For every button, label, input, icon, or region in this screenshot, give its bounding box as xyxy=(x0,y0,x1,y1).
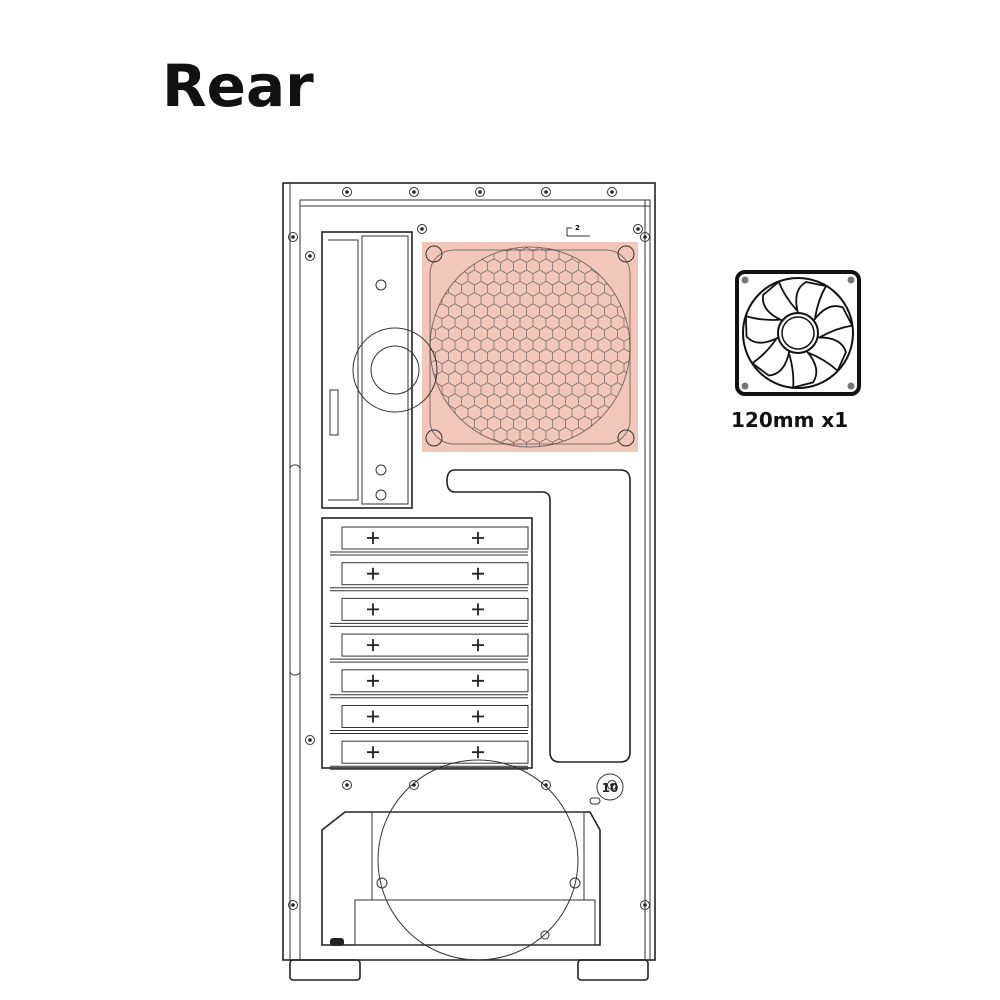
expansion-slot-cover xyxy=(330,705,529,734)
screw-cross-icon xyxy=(472,674,484,687)
fan-size-caption: 120mm x1 xyxy=(731,408,849,432)
screw-cross-icon xyxy=(367,674,379,687)
top-screws xyxy=(288,187,650,910)
screw xyxy=(640,900,650,910)
screw-cross-icon xyxy=(367,532,379,544)
screw xyxy=(305,251,315,261)
screw xyxy=(541,187,551,197)
screw-cross-icon xyxy=(472,639,484,652)
case-feet xyxy=(289,959,649,981)
rotation-badge: 10 xyxy=(589,773,624,805)
svg-text:2: 2 xyxy=(575,224,580,232)
screw-cross-icon xyxy=(367,746,379,759)
expansion-slot-cover xyxy=(330,597,529,627)
screw-cross-icon xyxy=(472,603,484,616)
screw xyxy=(342,780,352,790)
bottom-fan-bay xyxy=(321,760,601,960)
screw xyxy=(409,780,419,790)
side-bay xyxy=(321,231,438,509)
screw xyxy=(475,187,485,197)
svg-text:10: 10 xyxy=(602,781,619,795)
screw xyxy=(633,224,643,234)
screw xyxy=(607,780,617,790)
screw-cross-icon xyxy=(472,532,484,544)
screw-cross-icon xyxy=(472,567,484,580)
screw xyxy=(288,232,298,242)
expansion-slot-cover xyxy=(330,562,529,592)
screw xyxy=(541,780,551,790)
screw-cross-icon xyxy=(367,710,379,723)
screw xyxy=(607,187,617,197)
expansion-slot-cover xyxy=(330,526,529,556)
screw xyxy=(417,224,427,234)
side-handle xyxy=(289,464,301,676)
screw-cross-icon xyxy=(367,639,379,652)
screw-cross-icon xyxy=(367,603,379,616)
fan-120mm-icon xyxy=(735,270,861,396)
screw xyxy=(305,735,315,745)
expansion-slot-cover xyxy=(330,633,529,663)
screw xyxy=(409,187,419,197)
expansion-slots xyxy=(321,517,533,770)
expansion-slot-cover xyxy=(330,740,529,770)
screw xyxy=(342,187,352,197)
rear-fan-highlight xyxy=(422,242,638,452)
page-title: Rear xyxy=(162,52,314,120)
screw-cross-icon xyxy=(472,746,484,759)
screw-cross-icon xyxy=(472,710,484,723)
screw xyxy=(640,232,650,242)
cable-cutout xyxy=(446,469,631,763)
screw xyxy=(288,900,298,910)
label-marker: 2 xyxy=(566,224,590,237)
expansion-slot-cover xyxy=(330,669,529,699)
screw-cross-icon xyxy=(367,567,379,580)
